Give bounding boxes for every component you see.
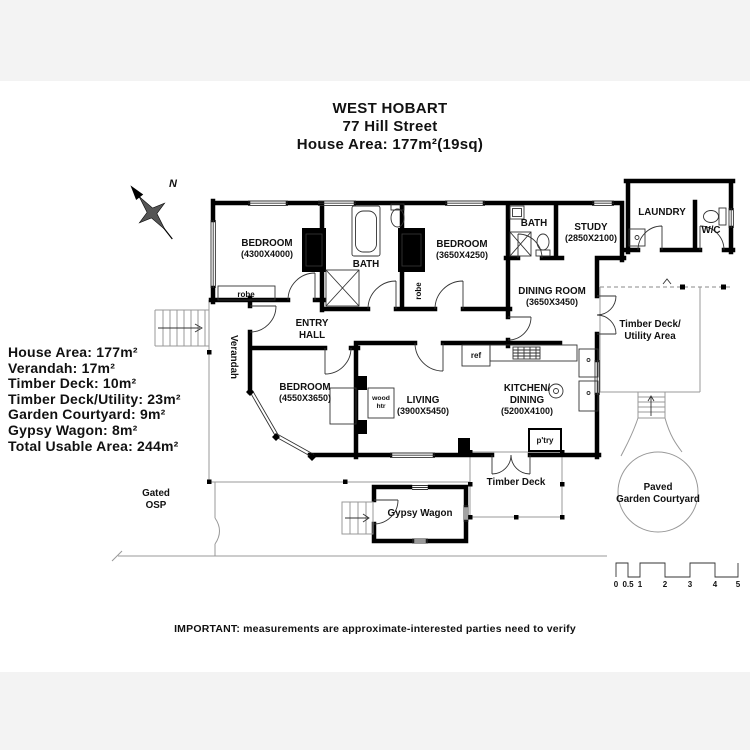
room-labels: BEDROOM (4300X4000) robe BATH BEDROOM (3…: [142, 207, 720, 519]
label-timber-deck: Timber Deck: [487, 477, 546, 488]
pantry-box: [528, 428, 562, 452]
title-suburb: WEST HOBART: [332, 100, 448, 117]
shower-bath1: [325, 269, 360, 307]
north-arrow-icon: N: [130, 178, 178, 240]
scale-tick: 3: [688, 580, 693, 589]
label-kitchen-2: DINING: [510, 395, 545, 406]
basin-bath2: [509, 205, 525, 220]
label-dining: DINING ROOM: [518, 286, 586, 297]
label-courtyard-2: Garden Courtyard: [616, 494, 700, 505]
gypsy-steps: [341, 501, 374, 535]
label-bedroom1-dims: (4300X4000): [241, 249, 293, 259]
label-gated-osp-1: Gated: [142, 488, 170, 499]
label-wood-htr-1: wood: [371, 395, 390, 402]
scale-tick: 0.5: [622, 580, 634, 589]
toilet-bath2: [535, 233, 551, 257]
scale-tick: 5: [736, 580, 741, 589]
area-statistics: House Area: 177m² Verandah: 17m² Timber …: [8, 344, 223, 454]
label-living-dims: (3900X5450): [397, 406, 449, 416]
front-steps: [154, 309, 209, 347]
label-living: LIVING: [407, 395, 440, 406]
label-bedroom3: BEDROOM: [279, 382, 330, 393]
wood-heater: [367, 387, 395, 419]
robe-box: [217, 285, 276, 301]
label-dining-dims: (3650X3450): [526, 297, 578, 307]
verandah-outline: [207, 300, 470, 484]
title-house-area: House Area: 177m²(19sq): [296, 136, 484, 153]
boundary-fence: [111, 482, 607, 562]
stat-verandah: Verandah: 17m²: [8, 359, 116, 376]
stat-timber-deck-utility: Timber Deck/Utility: 23m²: [8, 390, 181, 407]
label-study: STUDY: [574, 222, 608, 233]
title-block: WEST HOBART 77 Hill Street House Area: 1…: [215, 100, 565, 154]
doors: [249, 225, 725, 525]
timber-deck-bottom: [468, 450, 565, 520]
label-wood-htr-2: htr: [376, 403, 385, 410]
label-pantry: p'try: [536, 436, 554, 445]
scale-tick: 2: [663, 580, 668, 589]
label-bath1: BATH: [353, 259, 379, 270]
scale-bar: 0 0.5 1 2 3 4 5: [614, 562, 741, 589]
stat-gypsy-wagon: Gypsy Wagon: 8m²: [8, 421, 138, 438]
label-entry-2: HALL: [299, 330, 325, 341]
label-verandah: Verandah: [228, 335, 239, 379]
disclaimer-text: IMPORTANT: measurements are approximate-…: [174, 623, 576, 635]
label-kitchen-dims: (5200X4100): [501, 406, 553, 416]
shower-bath2: [509, 231, 532, 257]
label-robe2: robe: [414, 282, 423, 300]
label-bedroom2: BEDROOM: [436, 239, 487, 250]
stat-total-usable: Total Usable Area: 244m²: [8, 437, 179, 454]
label-bedroom1: BEDROOM: [241, 238, 292, 249]
label-laundry: LAUNDRY: [638, 207, 686, 218]
label-deck-utility-1: Timber Deck/: [619, 319, 681, 330]
stat-garden-courtyard: Garden Courtyard: 9m²: [8, 406, 166, 423]
title-street: 77 Hill Street: [342, 118, 438, 135]
top-margin-band: [0, 0, 750, 81]
label-gypsy-wagon: Gypsy Wagon: [388, 508, 453, 519]
north-label: N: [169, 178, 178, 190]
label-entry-1: ENTRY: [296, 318, 329, 329]
stat-house-area: House Area: 177m²: [8, 344, 138, 360]
scale-tick: 0: [614, 580, 619, 589]
label-deck-utility-2: Utility Area: [624, 331, 676, 342]
label-courtyard-1: Paved: [644, 482, 673, 493]
label-ref: ref: [471, 351, 482, 360]
kitchen-island-sink: [548, 348, 599, 412]
label-gated-osp-2: OSP: [146, 500, 167, 511]
windows: [210, 200, 734, 544]
label-wc: W/C: [701, 225, 720, 236]
label-study-dims: (2850X2100): [565, 233, 617, 243]
label-kitchen-1: KITCHEN/: [504, 383, 551, 394]
bathtub: [351, 205, 381, 257]
kitchen-bench-stove: [489, 344, 578, 362]
laundry-trough: [628, 228, 646, 247]
garden-courtyard: [617, 417, 699, 533]
deck-stairs: [637, 391, 666, 419]
label-bedroom2-dims: (3650X4250): [436, 250, 488, 260]
label-bath2: BATH: [521, 218, 547, 229]
fixtures: [217, 203, 727, 535]
toilet-wc: [703, 207, 727, 226]
label-robe1: robe: [237, 290, 255, 299]
label-bedroom3-dims: (4550X3650): [279, 393, 331, 403]
stat-timber-deck: Timber Deck: 10m²: [8, 375, 137, 392]
toilet-bath1: [390, 203, 405, 228]
bottom-margin-band: [0, 672, 750, 750]
scale-tick: 4: [713, 580, 718, 589]
bed-bedroom3: [329, 387, 357, 425]
timber-deck-utility-area: [599, 278, 731, 393]
scale-tick: 1: [638, 580, 643, 589]
